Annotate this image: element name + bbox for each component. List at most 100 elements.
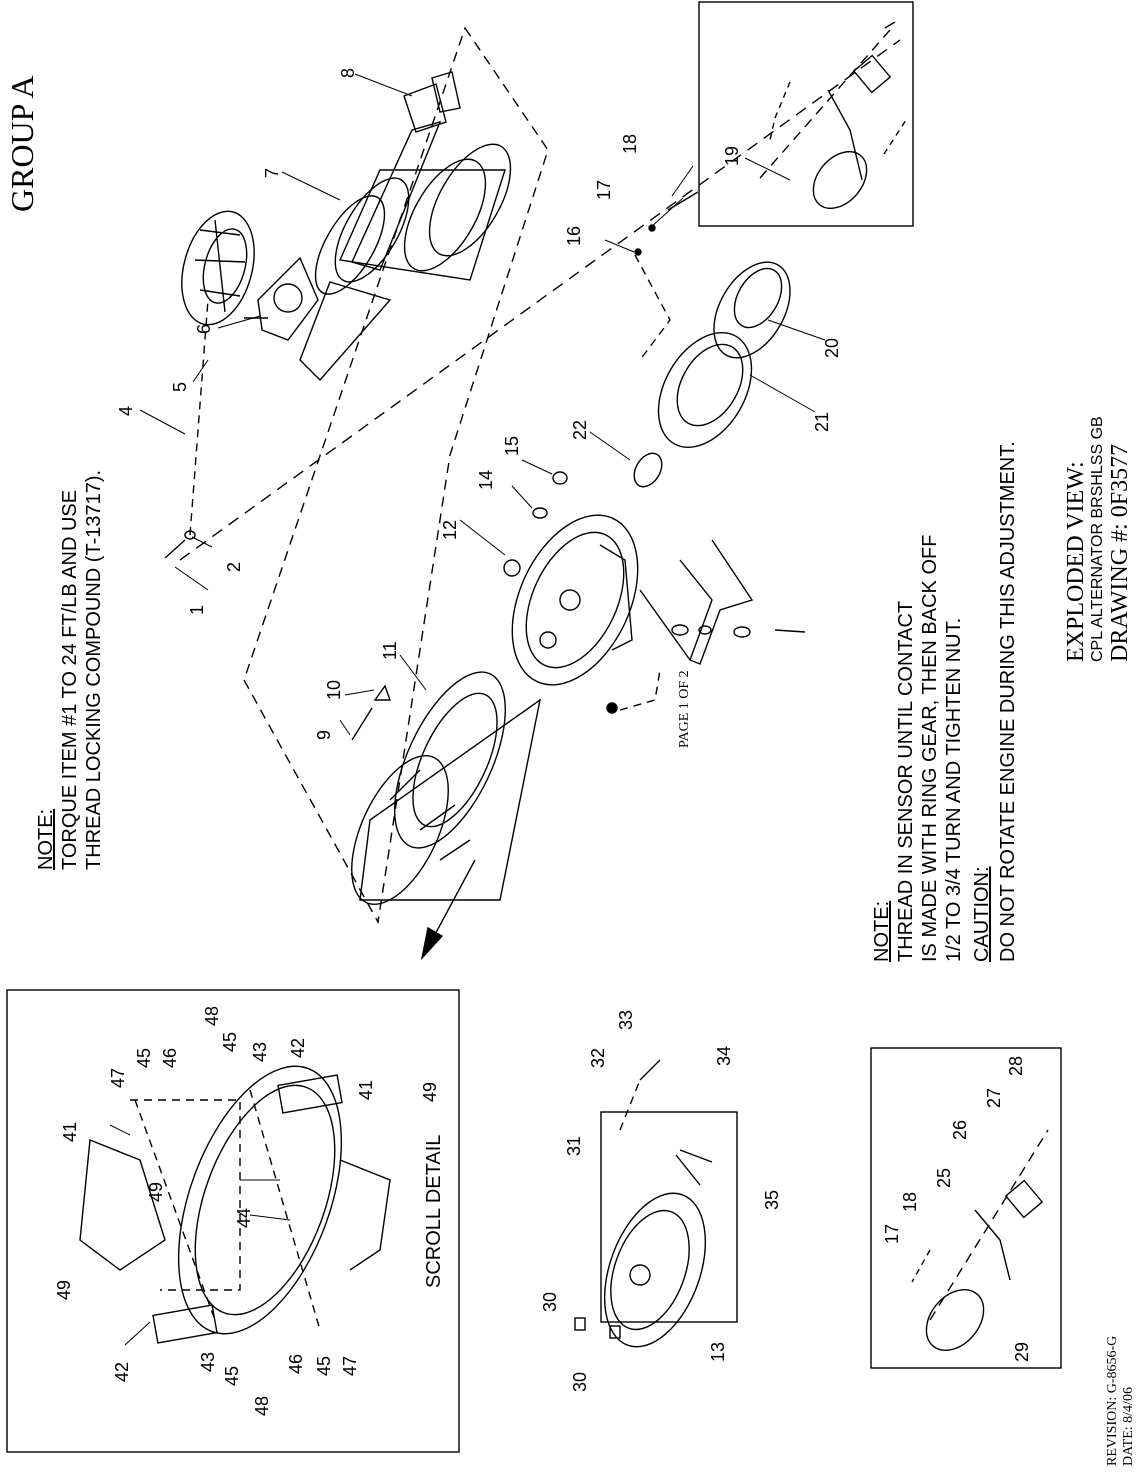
- callout-12: 12: [440, 520, 460, 540]
- bolt-9: [351, 707, 373, 741]
- lower-brush-box: [870, 1047, 1062, 1369]
- exciter-stator: [657, 332, 753, 448]
- group-label: GROUP A: [4, 75, 40, 212]
- bearing-22: [633, 452, 663, 488]
- sensor-bracket: [606, 539, 806, 714]
- title-exploded-view: EXPLODED VIEW:: [1063, 461, 1089, 662]
- callout-18b: 18: [900, 1192, 920, 1212]
- callout-42a: 42: [288, 1038, 308, 1058]
- callout-10: 10: [324, 680, 344, 700]
- stator-housing: [351, 671, 542, 905]
- exciter-rotor: [713, 261, 791, 359]
- callout-7: 7: [262, 168, 282, 178]
- scroll-assembly: [79, 1065, 391, 1344]
- scroll-detail-label: SCROLL DETAIL: [423, 1134, 445, 1288]
- callout-49b: 49: [146, 1182, 166, 1202]
- washer-14: [532, 507, 548, 519]
- rotor-assembly: [314, 143, 512, 295]
- callout-46b: 46: [286, 1354, 306, 1374]
- revision-label: REVISION: G-8656-G: [1105, 1335, 1120, 1466]
- inset-brush-box: [698, 1, 914, 227]
- callout-41b: 41: [356, 1080, 376, 1100]
- date-label: DATE: 8/4/06: [1121, 1387, 1136, 1466]
- callout-45c: 45: [222, 1366, 242, 1386]
- callout-48a: 48: [202, 1006, 222, 1026]
- callout-31: 31: [564, 1136, 584, 1156]
- lower-bracket-assembly: [574, 1059, 713, 1348]
- callout-49c: 49: [420, 1082, 440, 1102]
- caution-heading: CAUTION:: [971, 866, 993, 962]
- callout-17b: 17: [882, 1224, 902, 1244]
- title-model: CPL ALTERNATOR BRSHLSS GB: [1089, 416, 1106, 662]
- callout-25: 25: [934, 1168, 954, 1188]
- callout-26: 26: [950, 1120, 970, 1140]
- callouts: 1 2 4 5 6 7 8 9 10 11 12 14 15 22 21 20 …: [54, 68, 1032, 1416]
- callout-16: 16: [564, 226, 584, 246]
- callout-21: 21: [812, 412, 832, 432]
- callout-22: 22: [570, 420, 590, 440]
- callout-15: 15: [502, 436, 522, 456]
- assembly-envelope-dashed: [243, 26, 549, 925]
- callout-45b: 45: [220, 1032, 240, 1052]
- callout-47a: 47: [108, 1068, 128, 1088]
- brush-holder-assembly: [759, 21, 907, 209]
- direction-arrowhead: [420, 926, 444, 961]
- page-number: PAGE 1 OF 2: [677, 670, 692, 748]
- callout-8: 8: [338, 68, 358, 78]
- scroll-detail-box: [6, 989, 460, 1453]
- fan: [181, 210, 255, 326]
- callout-48b: 48: [252, 1396, 272, 1416]
- rotor-shaft: [299, 71, 461, 382]
- callout-5: 5: [170, 382, 190, 392]
- leader-lines: [109, 73, 826, 1346]
- callout-33: 33: [616, 1010, 636, 1030]
- sensor-note-heading: NOTE:: [871, 900, 893, 962]
- callout-13: 13: [708, 1342, 728, 1362]
- callout-42b: 42: [112, 1362, 132, 1382]
- callout-6: 6: [194, 324, 214, 334]
- callout-30a: 30: [540, 1292, 560, 1312]
- torque-note-heading: NOTE:: [35, 808, 57, 870]
- callout-44: 44: [234, 1208, 254, 1228]
- clip-10: [373, 684, 391, 701]
- lower-bracket-box: [600, 1111, 738, 1323]
- callout-47b: 47: [340, 1356, 360, 1376]
- callout-29: 29: [1012, 1342, 1032, 1362]
- lower-brush-assembly: [911, 1129, 1049, 1351]
- sensor-note-line3: 1/2 TO 3/4 TURN AND TIGHTEN NUT.: [943, 617, 965, 962]
- fan-hub: [257, 256, 319, 341]
- callout-17: 17: [594, 180, 614, 200]
- torque-note-line2: THREAD LOCKING COMPOUND (T-13717).: [83, 469, 105, 870]
- callout-18: 18: [620, 134, 640, 154]
- callout-11: 11: [380, 641, 400, 660]
- callout-30b: 30: [570, 1372, 590, 1392]
- callout-41a: 41: [60, 1122, 80, 1142]
- nut-15: [552, 471, 568, 485]
- callout-9: 9: [314, 730, 334, 740]
- callout-20: 20: [822, 338, 842, 358]
- end-bracket: [503, 514, 639, 686]
- callout-4: 4: [116, 406, 136, 416]
- callout-43b: 43: [198, 1352, 218, 1372]
- callout-1: 1: [187, 605, 207, 615]
- sensor-note-line1: THREAD IN SENSOR UNTIL CONTACT: [895, 600, 917, 962]
- callout-45d: 45: [314, 1356, 334, 1376]
- sensor-note-line2: IS MADE WITH RING GEAR, THEN BACK OFF: [919, 534, 941, 962]
- callout-27: 27: [984, 1088, 1004, 1108]
- callout-14: 14: [476, 470, 496, 490]
- callout-45a: 45: [134, 1048, 154, 1068]
- callout-19: 19: [722, 146, 742, 166]
- callout-32: 32: [588, 1048, 608, 1068]
- callout-28: 28: [1006, 1056, 1026, 1076]
- bolt-1: [164, 539, 186, 559]
- callout-43a: 43: [250, 1042, 270, 1062]
- callout-35: 35: [762, 1190, 782, 1210]
- callout-49a: 49: [54, 1280, 74, 1300]
- callout-2: 2: [224, 562, 244, 572]
- caution-text: DO NOT ROTATE ENGINE DURING THIS ADJUSTM…: [997, 441, 1019, 962]
- torque-note-line1: TORQUE ITEM #1 TO 24 FT/LB AND USE: [59, 489, 81, 870]
- callout-46a: 46: [160, 1048, 180, 1068]
- callout-34: 34: [714, 1046, 734, 1066]
- title-drawing-number: DRAWING #: 0F3577: [1107, 443, 1133, 662]
